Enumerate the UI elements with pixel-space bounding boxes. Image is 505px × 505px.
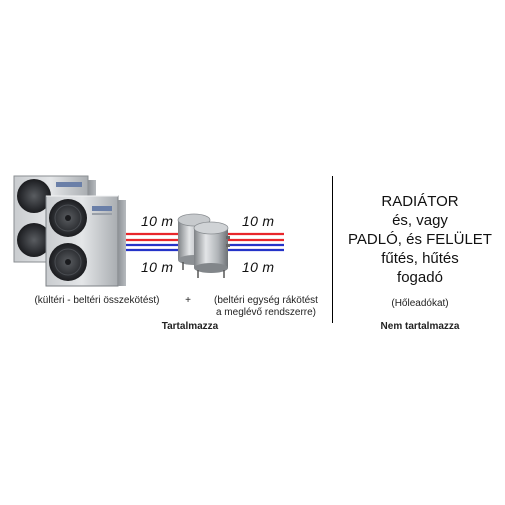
pipe-length-label: 10 m	[242, 213, 275, 229]
pipe-length-label: 10 m	[141, 259, 174, 275]
right-note: (Hőleadókat)	[391, 298, 449, 309]
pipes-left	[126, 232, 180, 252]
not-included-label: Nem tartalmazza	[380, 321, 460, 332]
pipes-right	[226, 232, 284, 252]
caption-outdoor-link: (kültéri - beltéri összekötést)	[34, 295, 160, 306]
pipe-length-label: 10 m	[242, 259, 275, 275]
plus-sign: +	[185, 295, 191, 306]
right-line-3: PADLÓ, és FELÜLET	[348, 231, 492, 248]
right-line-5: fogadó	[397, 269, 443, 286]
right-line-2: és, vagy	[392, 212, 448, 229]
caption-indoor-link-line1: (beltéri egység rákötést	[214, 295, 318, 306]
caption-indoor-link-line2: a meglévő rendszerre)	[215, 307, 317, 318]
right-line-4: fűtés, hűtés	[381, 250, 459, 267]
pipe-length-label: 10 m	[141, 213, 174, 229]
included-label: Tartalmazza	[161, 321, 219, 332]
divider	[332, 176, 333, 323]
heat-pump-outdoor-unit-icon	[45, 195, 126, 287]
buffer-tank-icon	[193, 221, 230, 278]
right-line-1: RADIÁTOR	[381, 193, 459, 210]
